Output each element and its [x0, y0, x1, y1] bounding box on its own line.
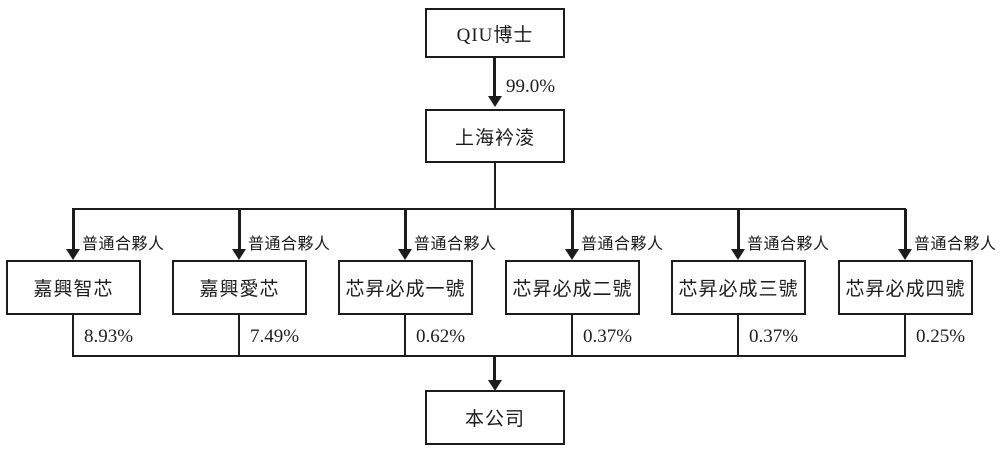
- arrow-down-icon: [565, 249, 579, 260]
- arrow-down-icon: [731, 249, 745, 260]
- arrow-down-icon: [488, 380, 502, 391]
- ownership-label-root: 99.0%: [506, 76, 556, 97]
- connector-branch: [737, 209, 740, 250]
- branch-bus-top: [72, 208, 906, 210]
- node-company-label: 本公司: [464, 409, 525, 430]
- ownership-label: 8.93%: [84, 326, 134, 347]
- node-partner-label: 芯昇必成一號: [345, 279, 466, 300]
- role-label: 普通合夥人: [747, 236, 830, 253]
- ownership-label: 7.49%: [250, 326, 300, 347]
- node-company: 本公司: [425, 390, 565, 445]
- ownership-label: 0.62%: [416, 326, 466, 347]
- node-partner-5: 芯昇必成三號: [671, 260, 806, 315]
- connector-drop: [72, 315, 74, 356]
- node-partner-1: 嘉興智芯: [6, 260, 141, 315]
- arrow-down-icon: [398, 249, 412, 260]
- node-partner-4: 芯昇必成二號: [505, 260, 640, 315]
- connector-holding-down: [494, 163, 496, 209]
- node-partner-2: 嘉興愛芯: [172, 260, 307, 315]
- arrow-down-icon: [66, 249, 80, 260]
- connector-drop: [904, 315, 906, 356]
- connector-branch: [571, 209, 574, 250]
- connector-root-to-holding: [493, 58, 496, 97]
- connector-drop: [737, 315, 739, 356]
- node-partner-label: 嘉興智芯: [33, 279, 114, 300]
- connector-branch: [72, 209, 75, 250]
- arrow-down-icon: [232, 249, 246, 260]
- connector-drop: [571, 315, 573, 356]
- arrow-down-icon: [488, 96, 502, 107]
- role-label: 普通合夥人: [248, 236, 331, 253]
- ownership-label: 0.37%: [749, 326, 799, 347]
- role-label: 普通合夥人: [581, 236, 664, 253]
- branch-bus-bottom: [72, 355, 906, 357]
- connector-branch: [404, 209, 407, 250]
- connector-drop: [238, 315, 240, 356]
- role-label: 普通合夥人: [914, 236, 997, 253]
- node-root-label: QIU博士: [456, 24, 534, 46]
- node-holding-label: 上海衿淩: [454, 127, 535, 149]
- role-label: 普通合夥人: [82, 236, 165, 253]
- node-partner-6: 芯昇必成四號: [838, 260, 973, 315]
- node-root-shareholder: QIU博士: [425, 8, 565, 58]
- connector-to-company: [493, 356, 496, 382]
- node-holding: 上海衿淩: [425, 109, 565, 163]
- node-partner-label: 芯昇必成三號: [678, 279, 799, 300]
- node-partner-label: 芯昇必成四號: [845, 279, 966, 300]
- node-partner-3: 芯昇必成一號: [338, 260, 473, 315]
- connector-branch: [238, 209, 241, 250]
- ownership-label: 0.37%: [583, 326, 633, 347]
- node-partner-label: 芯昇必成二號: [512, 279, 633, 300]
- connector-branch: [904, 209, 907, 250]
- role-label: 普通合夥人: [414, 236, 497, 253]
- node-partner-label: 嘉興愛芯: [199, 279, 280, 300]
- connector-drop: [404, 315, 406, 356]
- arrow-down-icon: [898, 249, 912, 260]
- ownership-label: 0.25%: [916, 326, 966, 347]
